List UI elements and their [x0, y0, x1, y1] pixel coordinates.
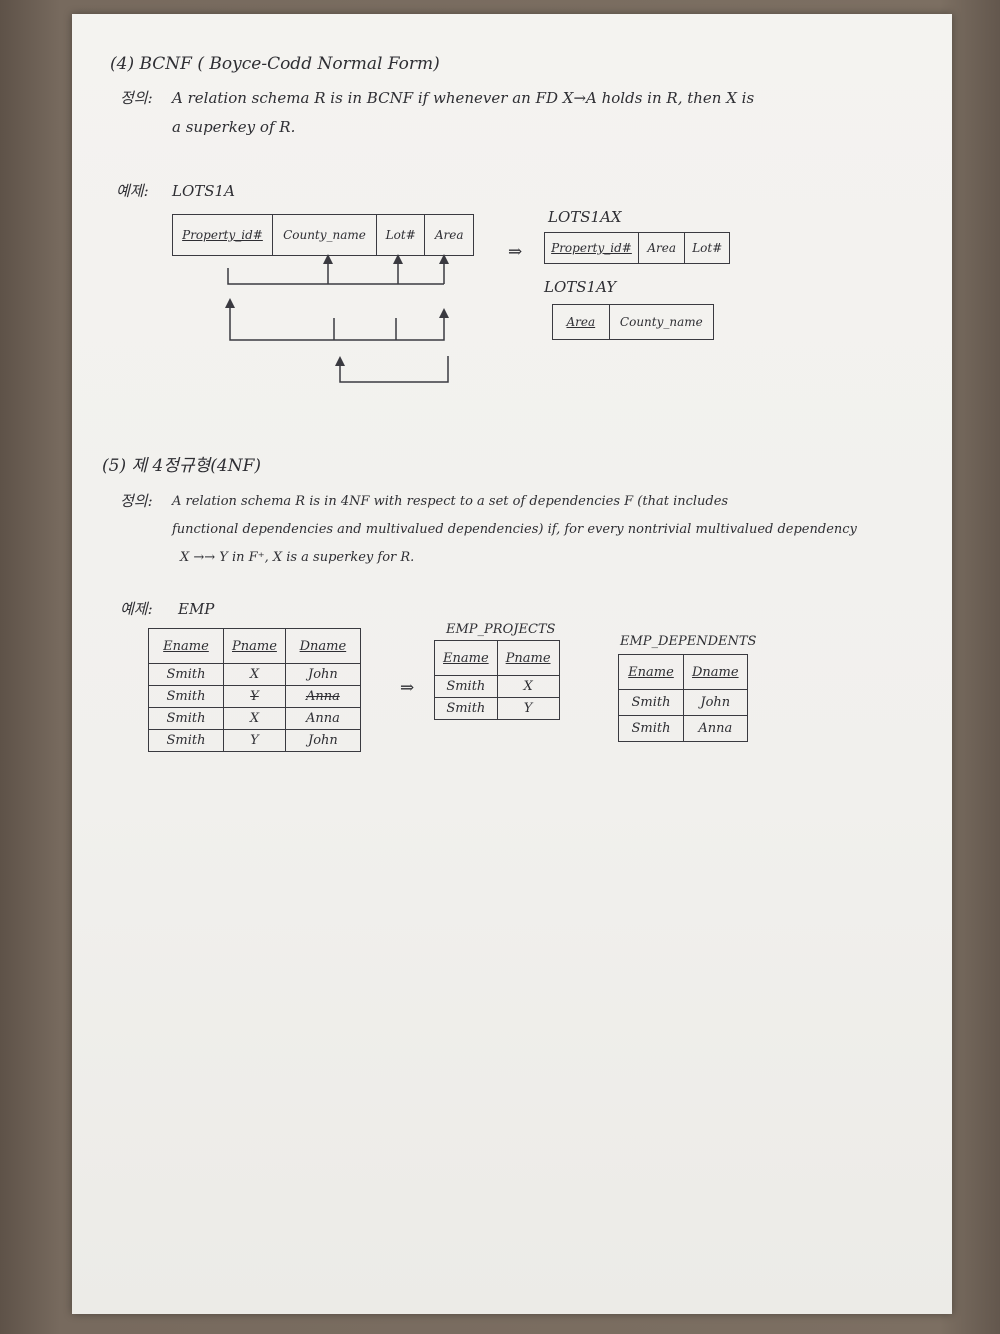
emp-dependents-cell: Smith: [618, 689, 684, 716]
fd3-line: [339, 356, 449, 383]
emp-dependents-header-row: Ename Dname: [618, 654, 748, 690]
fournf-definition-label: 정의:: [120, 492, 153, 510]
table-row: Smith Anna: [618, 715, 748, 742]
emp-cell: Anna: [284, 685, 361, 708]
arrowhead-county-2: [335, 356, 345, 366]
lots1a-schema: Property_id# County_name Lot# Area: [172, 214, 474, 256]
lots1ax-name: LOTS1AX: [548, 208, 622, 226]
lots1ax-col-lot: Lot#: [692, 241, 723, 255]
emp-dependents-table: Ename Dname Smith John Smith Anna: [618, 654, 748, 742]
lots1ax-schema: Property_id# Area Lot#: [544, 232, 730, 264]
fournf-definition-line2: functional dependencies and multivalued …: [172, 522, 857, 537]
arrowhead-area: [439, 254, 449, 264]
emp-projects-cell: Smith: [434, 697, 498, 720]
emp-header-dname: Dname: [284, 628, 361, 664]
emp-dependents-header-dname: Dname: [683, 654, 748, 690]
fournf-definition-line1: A relation schema R is in 4NF with respe…: [172, 494, 729, 509]
lots1a-col-area: Area: [434, 228, 464, 242]
emp-projects-cell: X: [496, 675, 560, 698]
emp-dependents-cell: John: [683, 689, 748, 716]
lots1a-col-lot: Lot#: [377, 215, 426, 255]
emp-projects-cell: Y: [496, 697, 560, 720]
lots1ay-col-area: Area: [553, 305, 610, 339]
arrowhead-lot: [393, 254, 403, 264]
table-row: Smith Y Anna: [148, 685, 361, 708]
lots1ay-schema: Area County_name: [552, 304, 714, 340]
fd2-line: [229, 306, 445, 341]
emp-header-pname: Pname: [223, 628, 286, 664]
emp-projects-header-pname: Pname: [496, 640, 560, 676]
arrowhead-property: [225, 298, 235, 308]
fd-arrows-diagram: [225, 254, 449, 383]
emp-header-row: Ename Pname Dname: [148, 628, 361, 664]
table-row: Smith X Anna: [148, 707, 361, 730]
bcnf-heading: (4) BCNF ( Boyce-Codd Normal Form): [110, 54, 440, 74]
bcnf-definition-line1: A relation schema R is in BCNF if whenev…: [172, 89, 755, 107]
emp-cell: Smith: [148, 729, 224, 752]
emp-table: Ename Pname Dname Smith X John Smith Y A…: [148, 628, 361, 752]
bcnf-example-relation: LOTS1A: [172, 182, 235, 200]
fournf-example-label: 예제:: [120, 600, 153, 618]
emp-cell: X: [223, 707, 286, 730]
emp-projects-header-row: Ename Pname: [434, 640, 560, 676]
bcnf-example-label: 예제:: [116, 182, 149, 200]
arrowhead-county: [323, 254, 333, 264]
emp-dependents-cell: Smith: [618, 715, 684, 742]
emp-cell: X: [223, 663, 286, 686]
paper-sheet: (4) BCNF ( Boyce-Codd Normal Form) 정의: A…: [72, 14, 952, 1314]
emp-cell: John: [284, 663, 361, 686]
arrowhead-area-2: [439, 308, 449, 318]
emp-dependents-name: EMP_DEPENDENTS: [620, 634, 757, 649]
emp-dependents-cell: Anna: [683, 715, 748, 742]
emp-projects-name: EMP_PROJECTS: [446, 622, 556, 637]
bcnf-definition-label: 정의:: [120, 89, 153, 107]
emp-cell: John: [284, 729, 361, 752]
fournf-definition-line3: X →→ Y in F⁺, X is a superkey for R.: [180, 550, 415, 565]
table-row: Smith Y John: [148, 729, 361, 752]
lots1ax-col-property-id: Property_id#: [545, 233, 639, 263]
emp-cell: Smith: [148, 663, 224, 686]
emp-projects-table: Ename Pname Smith X Smith Y: [434, 640, 560, 720]
lots1a-col-property-id: Property_id#: [173, 215, 273, 255]
emp-projects-header-ename: Ename: [434, 640, 498, 676]
emp-cell: Anna: [284, 707, 361, 730]
lots1ay-col-county-name: County_name: [619, 315, 703, 329]
lots1ay-name: LOTS1AY: [544, 278, 617, 296]
emp-cell: Smith: [148, 707, 224, 730]
emp-dependents-header-ename: Ename: [618, 654, 684, 690]
bcnf-decompose-arrow: ⇒: [508, 242, 523, 262]
emp-cell: Smith: [148, 685, 224, 708]
emp-cell: Y: [223, 685, 286, 708]
fournf-example-relation: EMP: [178, 600, 215, 618]
table-row: Smith John: [618, 689, 748, 716]
fournf-decompose-arrow: ⇒: [400, 678, 415, 698]
fd1-line: [227, 268, 444, 285]
lots1ax-col-area: Area: [639, 233, 686, 263]
table-row: Smith Y: [434, 697, 560, 720]
fournf-heading: (5) 제 4정규형(4NF): [102, 456, 262, 476]
emp-header-ename: Ename: [148, 628, 224, 664]
bcnf-definition-line2: a superkey of R.: [172, 118, 296, 136]
emp-projects-cell: Smith: [434, 675, 498, 698]
lots1a-col-county-name: County_name: [273, 215, 377, 255]
table-row: Smith X John: [148, 663, 361, 686]
emp-cell: Y: [223, 729, 286, 752]
table-row: Smith X: [434, 675, 560, 698]
